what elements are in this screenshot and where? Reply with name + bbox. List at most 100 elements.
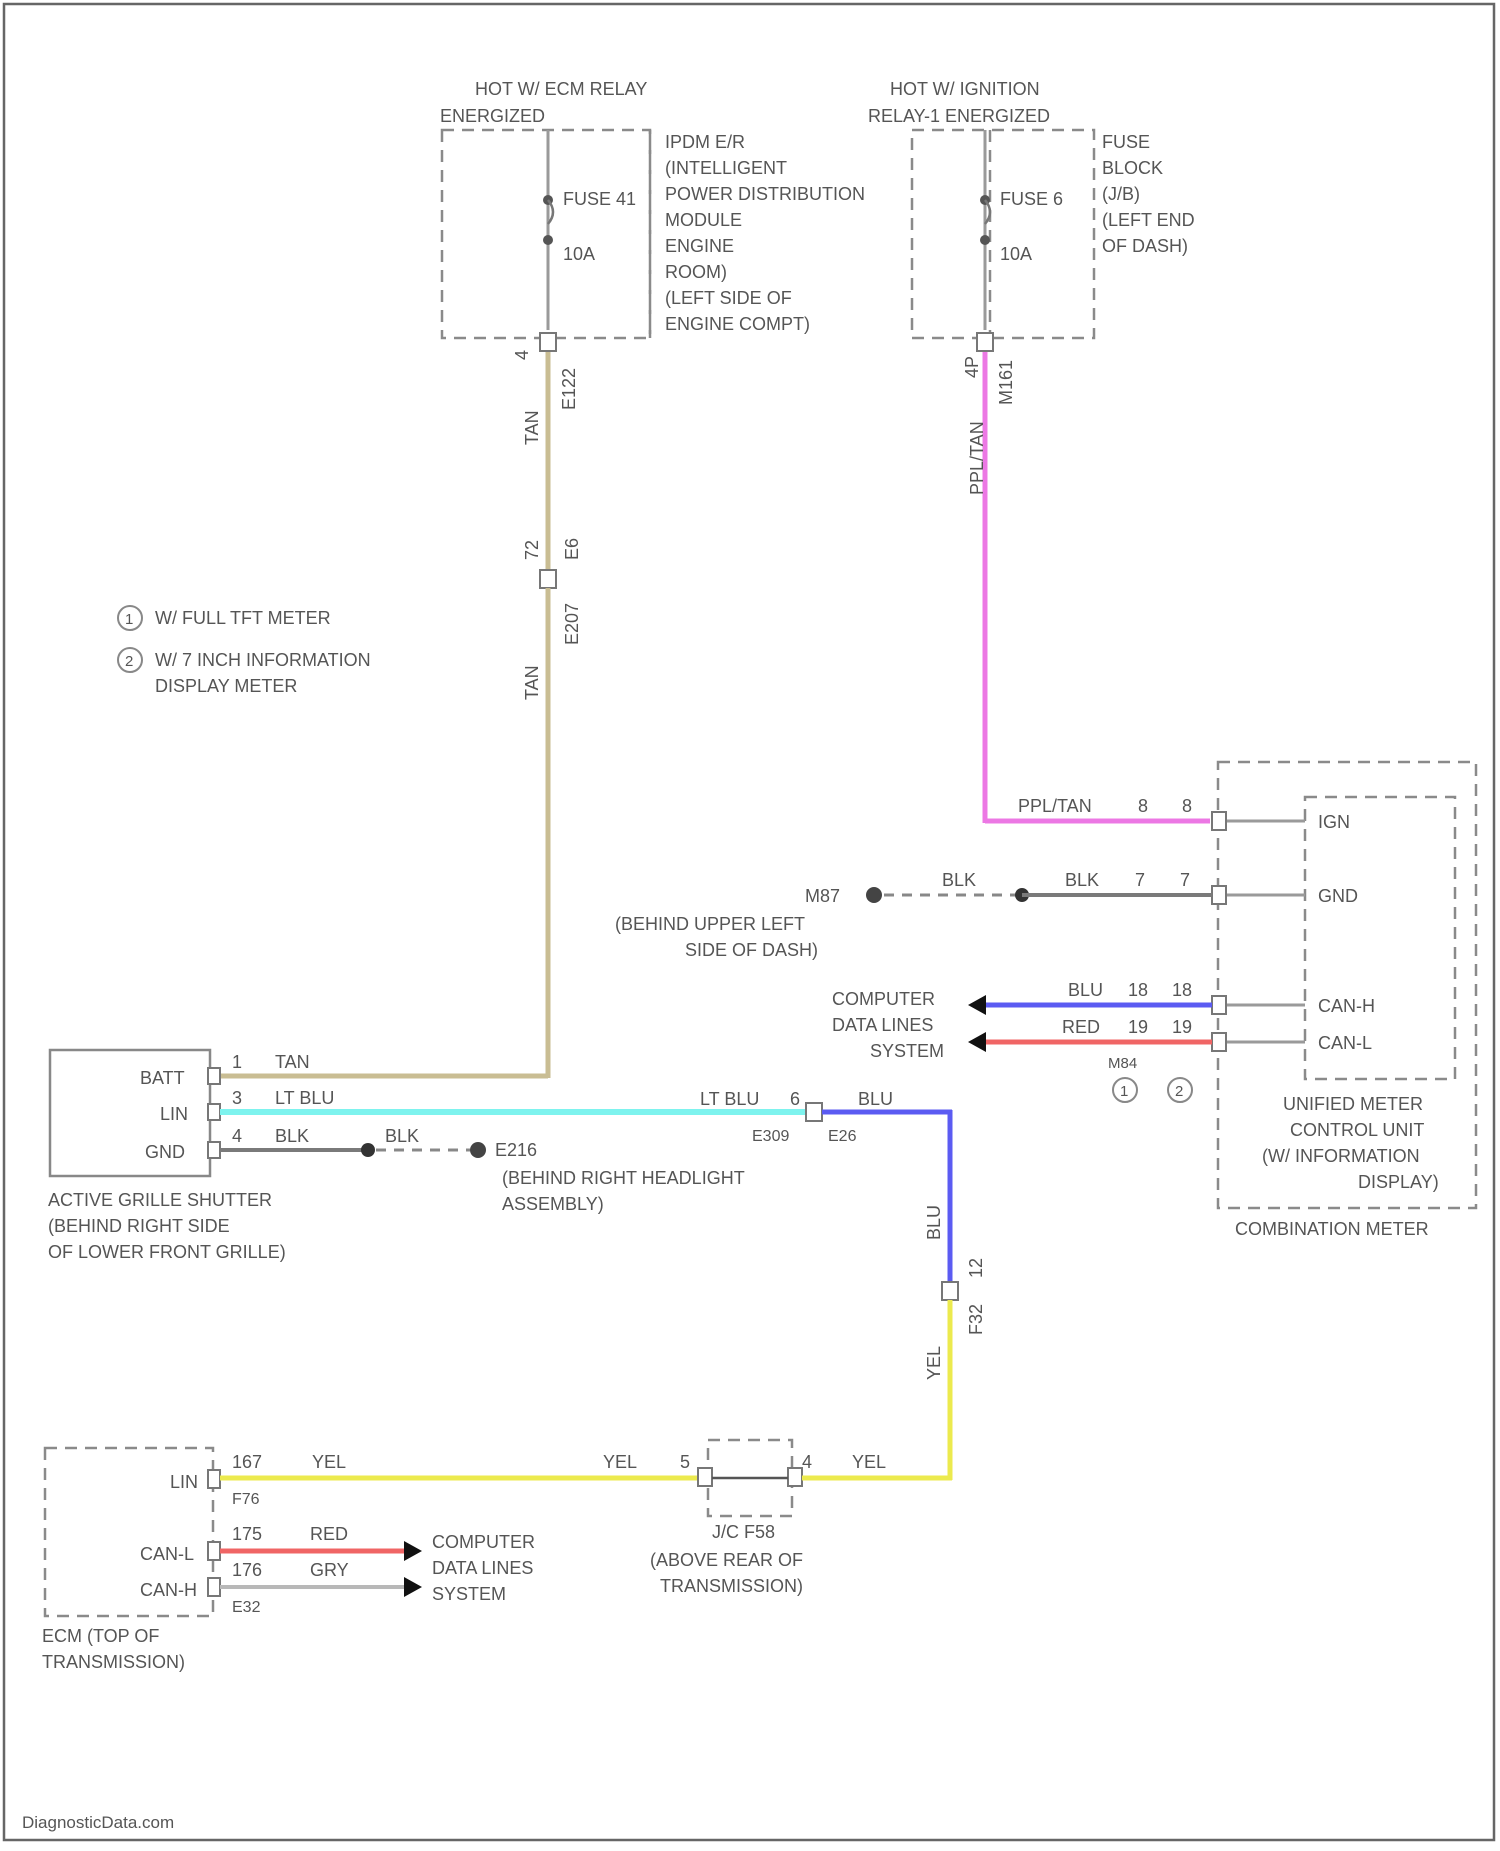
fuse-41-rating: 10A [563, 244, 595, 264]
ign-wire-label: PPL/TAN [1018, 796, 1092, 816]
jc-right-connector [788, 1468, 802, 1486]
jb-conn-id: M161 [996, 360, 1016, 405]
ecm-title-2: TRANSMISSION) [42, 1652, 185, 1672]
jb-dashed-box [912, 130, 1094, 338]
ign-connector [1212, 812, 1226, 830]
legend-text-2a: W/ 7 INCH INFORMATION [155, 650, 371, 670]
ecm-can-l-arrow-icon [404, 1541, 422, 1561]
grille-gnd-dashed-label: BLK [385, 1126, 419, 1146]
jb-connector [977, 333, 993, 351]
ecm-canh-conn: E32 [232, 1599, 261, 1616]
ecm-connector-lin [208, 1470, 220, 1488]
can-h-wire-label: BLU [1068, 980, 1103, 1000]
grille-gnd-wire: BLK [275, 1126, 309, 1146]
ecm-lin-conn: F76 [232, 1491, 260, 1508]
ipdm-desc-7: (LEFT SIDE OF [665, 288, 792, 308]
can-l-pin-1: 19 [1128, 1017, 1148, 1037]
jb-desc-3: (J/B) [1102, 184, 1140, 204]
gnd-pin-name: GND [1318, 886, 1358, 906]
jc-note-1: (ABOVE REAR OF [650, 1550, 803, 1570]
ipdm-desc-4: MODULE [665, 210, 742, 230]
unified-meter-title-3: (W/ INFORMATION [1262, 1146, 1420, 1166]
fuse-41-label: FUSE 41 [563, 189, 636, 209]
ecm-canh-wire: GRY [310, 1560, 349, 1580]
jb-desc-5: OF DASH) [1102, 236, 1188, 256]
ipdm-desc-2: (INTELLIGENT [665, 158, 787, 178]
ipdm-desc-5: ENGINE [665, 236, 734, 256]
ppl-tan-wire-label-vertical: PPL/TAN [967, 421, 987, 495]
ecm-connector-canl [208, 1542, 220, 1560]
ecm-canl-pin: 175 [232, 1524, 262, 1544]
meter-note-1: 1 [1120, 1083, 1128, 1100]
fuse-dot-bottom [543, 235, 553, 245]
meter-computer-3: SYSTEM [870, 1041, 944, 1061]
can-l-arrow-icon [968, 1032, 986, 1052]
ecm-computer-2: DATA LINES [432, 1558, 533, 1578]
ecm-pin-lin: LIN [170, 1472, 198, 1492]
jc-label: J/C F58 [712, 1522, 775, 1542]
f32-connector [942, 1282, 958, 1300]
gnd-wire-label-1: BLK [942, 870, 976, 890]
e216-ground-label: E216 [495, 1140, 537, 1160]
ecm-connector-canh [208, 1578, 220, 1596]
ipdm-desc-1: IPDM E/R [665, 132, 745, 152]
grille-connector-batt [208, 1068, 220, 1084]
ign-pin-name: IGN [1318, 812, 1350, 832]
ipdm-desc-3: POWER DISTRIBUTION [665, 184, 865, 204]
combination-meter-title: COMBINATION METER [1235, 1219, 1429, 1239]
meter-computer-1: COMPUTER [832, 989, 935, 1009]
canl-pin-name: CAN-L [1318, 1033, 1372, 1053]
m87-ground-label: M87 [805, 886, 840, 906]
tan-inline-connector [540, 570, 556, 588]
e216-note-2: ASSEMBLY) [502, 1194, 604, 1214]
e216-note-1: (BEHIND RIGHT HEADLIGHT [502, 1168, 745, 1188]
lin-conn-b: E26 [828, 1128, 857, 1145]
tan-inline-conn-a: E207 [562, 603, 582, 645]
footer-watermark: DiagnosticData.com [22, 1813, 174, 1832]
legend-text-2b: DISPLAY METER [155, 676, 297, 696]
jb-desc-1: FUSE [1102, 132, 1150, 152]
ecm-lin-wire: YEL [312, 1452, 346, 1472]
can-h-pin-1: 18 [1128, 980, 1148, 1000]
grille-connector-lin [208, 1104, 220, 1120]
grille-lin-wire: LT BLU [275, 1088, 334, 1108]
m87-ground-icon [866, 887, 882, 903]
ecm-canh-pin: 176 [232, 1560, 262, 1580]
legend-text-1: W/ FULL TFT METER [155, 608, 331, 628]
canl-connector [1212, 1033, 1226, 1051]
fuse-6-rating: 10A [1000, 244, 1032, 264]
f32-conn: F32 [966, 1304, 986, 1335]
grille-pin-batt: BATT [140, 1068, 185, 1088]
tan-wire-upper-label: TAN [522, 410, 542, 445]
grille-gnd-splice-dot [361, 1143, 375, 1157]
gnd-pin-2: 7 [1180, 870, 1190, 890]
tan-wire-lower-label: TAN [522, 665, 542, 700]
f32-pin: 12 [966, 1258, 986, 1278]
jc-right-wire: YEL [852, 1452, 886, 1472]
gnd-note-2: SIDE OF DASH) [685, 940, 818, 960]
ecm-canl-wire: RED [310, 1524, 348, 1544]
ecm-computer-1: COMPUTER [432, 1532, 535, 1552]
meter-conn-m84: M84 [1108, 1055, 1137, 1072]
ipdm-dashed-box [442, 130, 650, 338]
gnd-connector [1212, 886, 1226, 904]
grille-title-3: OF LOWER FRONT GRILLE) [48, 1242, 286, 1262]
fuse-6-label: FUSE 6 [1000, 189, 1063, 209]
jb-header-1: HOT W/ IGNITION [890, 79, 1040, 99]
jc-left-pin: 5 [680, 1452, 690, 1472]
tan-inline-pin: 72 [522, 540, 542, 560]
grille-batt-num: 1 [232, 1052, 242, 1072]
jc-right-pin: 4 [802, 1452, 812, 1472]
jb-header-2: RELAY-1 ENERGIZED [868, 106, 1050, 126]
ipdm-desc-8: ENGINE COMPT) [665, 314, 810, 334]
canh-connector [1212, 996, 1226, 1014]
unified-meter-title-1: UNIFIED METER [1283, 1094, 1423, 1114]
ipdm-connector [540, 333, 556, 351]
lin-conn-a: E309 [752, 1128, 789, 1145]
jc-left-wire: YEL [603, 1452, 637, 1472]
e216-ground-icon [470, 1142, 486, 1158]
gnd-note-1: (BEHIND UPPER LEFT [615, 914, 805, 934]
lin-pin: 6 [790, 1089, 800, 1109]
